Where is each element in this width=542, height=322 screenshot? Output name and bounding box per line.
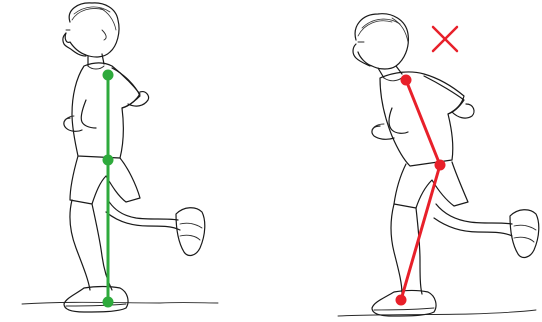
runner-arm-front	[81, 100, 96, 128]
joint-ankle-good	[103, 297, 114, 308]
ground-line-left	[22, 302, 218, 304]
runner-bad-posture	[338, 14, 539, 316]
runner-leg-front-bad	[391, 204, 402, 294]
runner-arm-front-bad	[389, 108, 408, 133]
runner-shoe-back	[176, 208, 205, 256]
joint-ankle-bad	[396, 295, 407, 306]
runner-good-posture	[22, 3, 218, 312]
runner-leg-front	[70, 200, 90, 290]
ground-line-right	[338, 310, 536, 316]
runner-shoe-front	[64, 287, 128, 313]
runner-leg-back-bad	[436, 204, 512, 224]
joint-shoulder-bad	[401, 75, 412, 86]
joint-shoulder-good	[103, 70, 114, 81]
cross-mark-icon	[433, 27, 457, 51]
joint-hip-bad	[435, 160, 446, 171]
joint-hip-good	[103, 155, 114, 166]
runner-shoe-back-bad	[510, 210, 539, 258]
runner-head-bad	[355, 14, 408, 69]
runner-leg-back	[108, 200, 178, 220]
runner-head	[65, 3, 119, 57]
